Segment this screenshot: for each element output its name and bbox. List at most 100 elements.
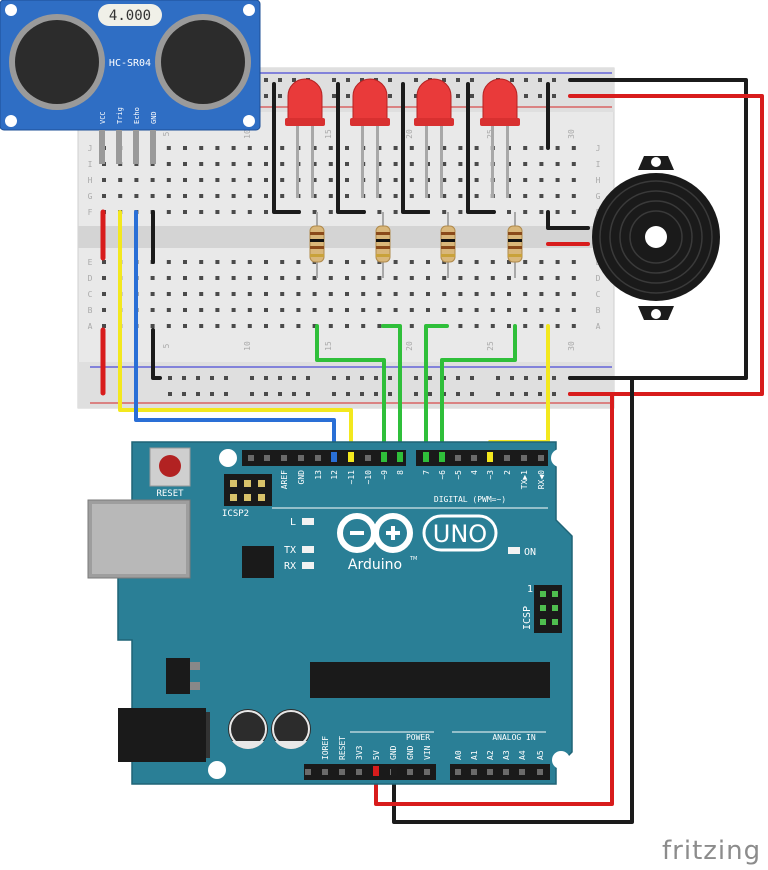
power-pin-label: GND bbox=[389, 745, 398, 760]
row-letter-right: H bbox=[596, 176, 601, 185]
atmega-chip bbox=[310, 662, 550, 698]
row-letter-right: G bbox=[596, 192, 601, 201]
digital-pin-label: ~11 bbox=[347, 470, 356, 485]
row-letter-right: D bbox=[596, 274, 601, 283]
led-4 bbox=[480, 78, 520, 198]
led-on bbox=[508, 547, 520, 554]
column-number: 25 bbox=[486, 341, 495, 351]
wire-led4-to-pin6 bbox=[440, 324, 517, 456]
led-l-label: L bbox=[290, 517, 296, 528]
digital-pin-label: 8 bbox=[396, 470, 405, 475]
arduino-uno: RESET ICSP2 L TX RX ON UNO Arduino TM 1 bbox=[87, 441, 573, 785]
resistor-3 bbox=[440, 212, 456, 278]
led-2 bbox=[350, 78, 390, 198]
row-letter-right: B bbox=[596, 306, 601, 315]
breadboard-jumpers bbox=[100, 82, 590, 396]
digital-pin-label: RX◀0 bbox=[537, 470, 546, 489]
wires bbox=[118, 78, 764, 824]
icsp2-label: ICSP2 bbox=[222, 509, 249, 519]
row-letter-left: I bbox=[88, 160, 93, 169]
row-letter-left: H bbox=[88, 176, 93, 185]
column-number: 15 bbox=[324, 341, 333, 351]
digital-pin-label: 2 bbox=[503, 470, 512, 475]
usb-chip bbox=[242, 546, 274, 578]
wire-echo-to-pin12 bbox=[134, 210, 336, 456]
power-pin-label: 5V bbox=[372, 750, 381, 760]
wire-led3-to-pin7 bbox=[424, 324, 449, 456]
power-pin-label: VIN bbox=[423, 745, 432, 760]
wire-tips bbox=[331, 452, 493, 776]
row-letter-left: E bbox=[88, 258, 93, 267]
analog-pin-label: A0 bbox=[454, 750, 463, 760]
row-letter-right: A bbox=[596, 322, 601, 331]
power-header bbox=[304, 764, 436, 780]
jumper-buzzer-neg bbox=[546, 210, 590, 230]
arduino-logo: UNO Arduino TM bbox=[337, 513, 498, 573]
digital-pin-label: ~9 bbox=[380, 470, 389, 480]
piezo-buzzer bbox=[592, 156, 720, 320]
power-pin-label: 3V3 bbox=[355, 745, 364, 760]
power-pin-label: GND bbox=[406, 745, 415, 760]
sensor-pin-label: VCC bbox=[99, 111, 107, 124]
icsp-pin1-label: 1 bbox=[527, 584, 533, 595]
row-letter-left: D bbox=[88, 274, 93, 283]
digital-pin-label: 12 bbox=[330, 470, 339, 480]
sensor-pin-label: GND bbox=[150, 111, 158, 124]
bottom-power-rail bbox=[78, 362, 614, 408]
digital-header-left bbox=[242, 450, 406, 466]
column-number: 10 bbox=[243, 341, 252, 351]
led-tx bbox=[302, 546, 314, 553]
analog-pin-label: A4 bbox=[518, 750, 527, 760]
row-letter-left: G bbox=[88, 192, 93, 201]
digital-pin-label: 13 bbox=[314, 470, 323, 480]
power-label: POWER bbox=[406, 733, 430, 742]
sensor-pin-label: Trig bbox=[116, 107, 124, 124]
resistor-2 bbox=[375, 212, 391, 278]
icsp-label: ICSP bbox=[522, 606, 533, 630]
brand-label: Arduino bbox=[348, 557, 402, 573]
digital-pin-label: AREF bbox=[280, 470, 289, 489]
wire-trig-to-pin11 bbox=[118, 210, 353, 456]
analog-pin-label: A1 bbox=[470, 750, 479, 760]
sensor-pin-label: Echo bbox=[133, 107, 141, 124]
resistor-4 bbox=[507, 212, 523, 278]
analog-label: ANALOG IN bbox=[492, 733, 536, 742]
jumper-led3-gnd bbox=[401, 82, 430, 214]
reset-label: RESET bbox=[156, 489, 184, 499]
analog-pin-label: A3 bbox=[502, 750, 511, 760]
row-letter-left: A bbox=[88, 322, 93, 331]
column-number: 15 bbox=[324, 129, 333, 139]
led-3 bbox=[414, 78, 454, 198]
icsp2-header bbox=[224, 474, 272, 506]
row-letter-right: I bbox=[596, 160, 601, 169]
power-jack bbox=[118, 708, 206, 762]
led-tx-label: TX bbox=[284, 545, 296, 556]
column-number: 10 bbox=[243, 129, 252, 139]
analog-pin-label: A5 bbox=[536, 750, 545, 760]
row-letter-left: J bbox=[88, 144, 93, 153]
analog-header bbox=[450, 764, 550, 780]
digital-header-right bbox=[416, 450, 548, 466]
digital-pin-label: ~3 bbox=[486, 470, 495, 480]
jumper-gnd-rail bbox=[151, 328, 162, 380]
resistors bbox=[309, 212, 523, 278]
row-letter-right: J bbox=[596, 144, 601, 153]
row-letter-right: C bbox=[596, 290, 601, 299]
sensor-pin-labels: VCC Trig Echo GND bbox=[99, 107, 158, 124]
jumper-led2-gnd bbox=[336, 82, 366, 214]
uno-label: UNO bbox=[433, 520, 487, 548]
resistor-1 bbox=[309, 212, 325, 278]
digital-pin-label: ~6 bbox=[438, 470, 447, 480]
led-rx bbox=[302, 562, 314, 569]
power-pin-label: IOREF bbox=[321, 736, 330, 760]
wire-5v-to-arduino bbox=[374, 392, 614, 806]
wire-vcc-rail-link bbox=[568, 94, 764, 396]
row-letter-left: B bbox=[88, 306, 93, 315]
digital-pin-label: 7 bbox=[422, 470, 431, 475]
led-l bbox=[302, 518, 314, 525]
digital-pin-label: TX▶1 bbox=[520, 470, 529, 489]
